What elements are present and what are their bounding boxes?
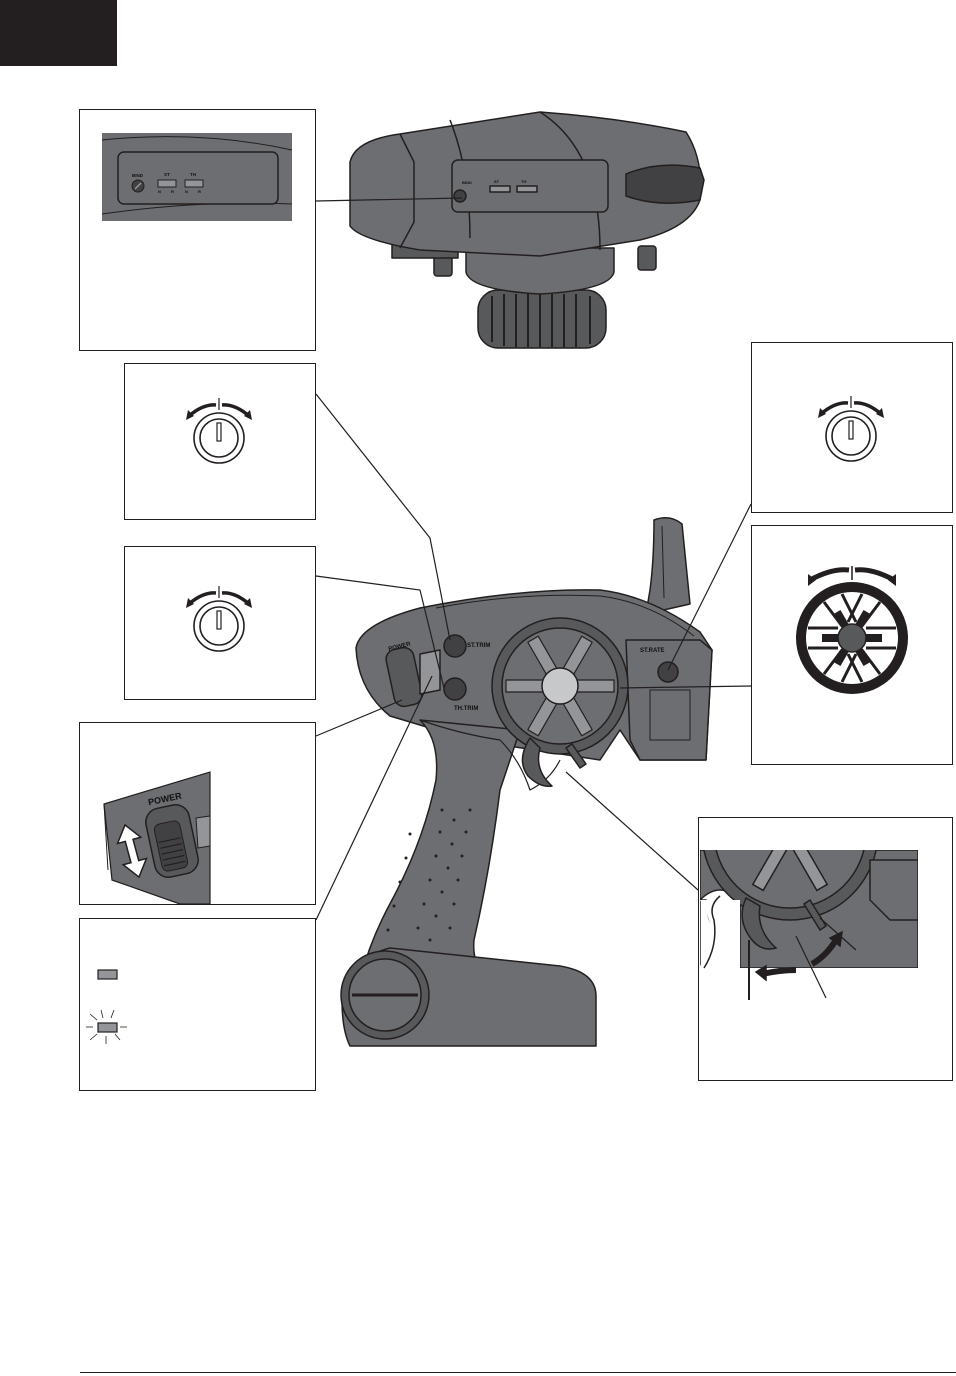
st-switch-r: R: [171, 189, 174, 194]
trigger-inset-detail: [700, 895, 857, 1000]
page-tab: [0, 0, 117, 66]
st-rate-knob-icon: [818, 396, 884, 462]
leader-st-rate: [667, 503, 752, 671]
bind-label-small: BIND: [462, 180, 472, 185]
led-solid-icon: [97, 969, 118, 980]
th-label: TH: [190, 172, 196, 177]
leader-steering-wheel: [619, 685, 752, 689]
leader-throttle-trigger: [565, 771, 699, 891]
th-switch-r: R: [198, 189, 201, 194]
leader-power: [315, 699, 403, 737]
bind-switch-inset: [101, 133, 293, 221]
th-label-small: TH: [521, 179, 526, 184]
th-switch-n: N: [185, 189, 188, 194]
transmitter-top-view: [349, 111, 705, 349]
callout-led-indicator: [79, 918, 316, 1091]
leader-st-trim: [315, 393, 451, 641]
st-label-small: ST: [494, 179, 500, 184]
power-switch-inset: [103, 771, 211, 905]
th-trim-knob-icon: [186, 586, 252, 652]
footer-rule: [80, 1372, 956, 1373]
leader-th-trim: [315, 575, 445, 689]
transmitter-body: [340, 517, 713, 1047]
led-flashing-icon: [86, 1009, 127, 1044]
body-power-label: POWER: [388, 641, 412, 652]
st-switch-n: N: [158, 189, 161, 194]
bind-label: BIND: [132, 173, 144, 178]
leader-led: [315, 675, 433, 921]
led-indicator-inset: [86, 969, 127, 1044]
leader-bind: [315, 197, 463, 202]
st-label: ST: [164, 172, 170, 177]
st-rate-label: ST.RATE: [640, 648, 665, 654]
leader-lines: [315, 393, 752, 921]
st-trim-label: ST.TRIM: [467, 643, 490, 649]
th-trim-label: TH.TRIM: [454, 706, 478, 712]
steering-wheel-icon: [796, 566, 908, 694]
grip-texture: [386, 808, 472, 942]
st-trim-knob-icon: [186, 398, 252, 464]
